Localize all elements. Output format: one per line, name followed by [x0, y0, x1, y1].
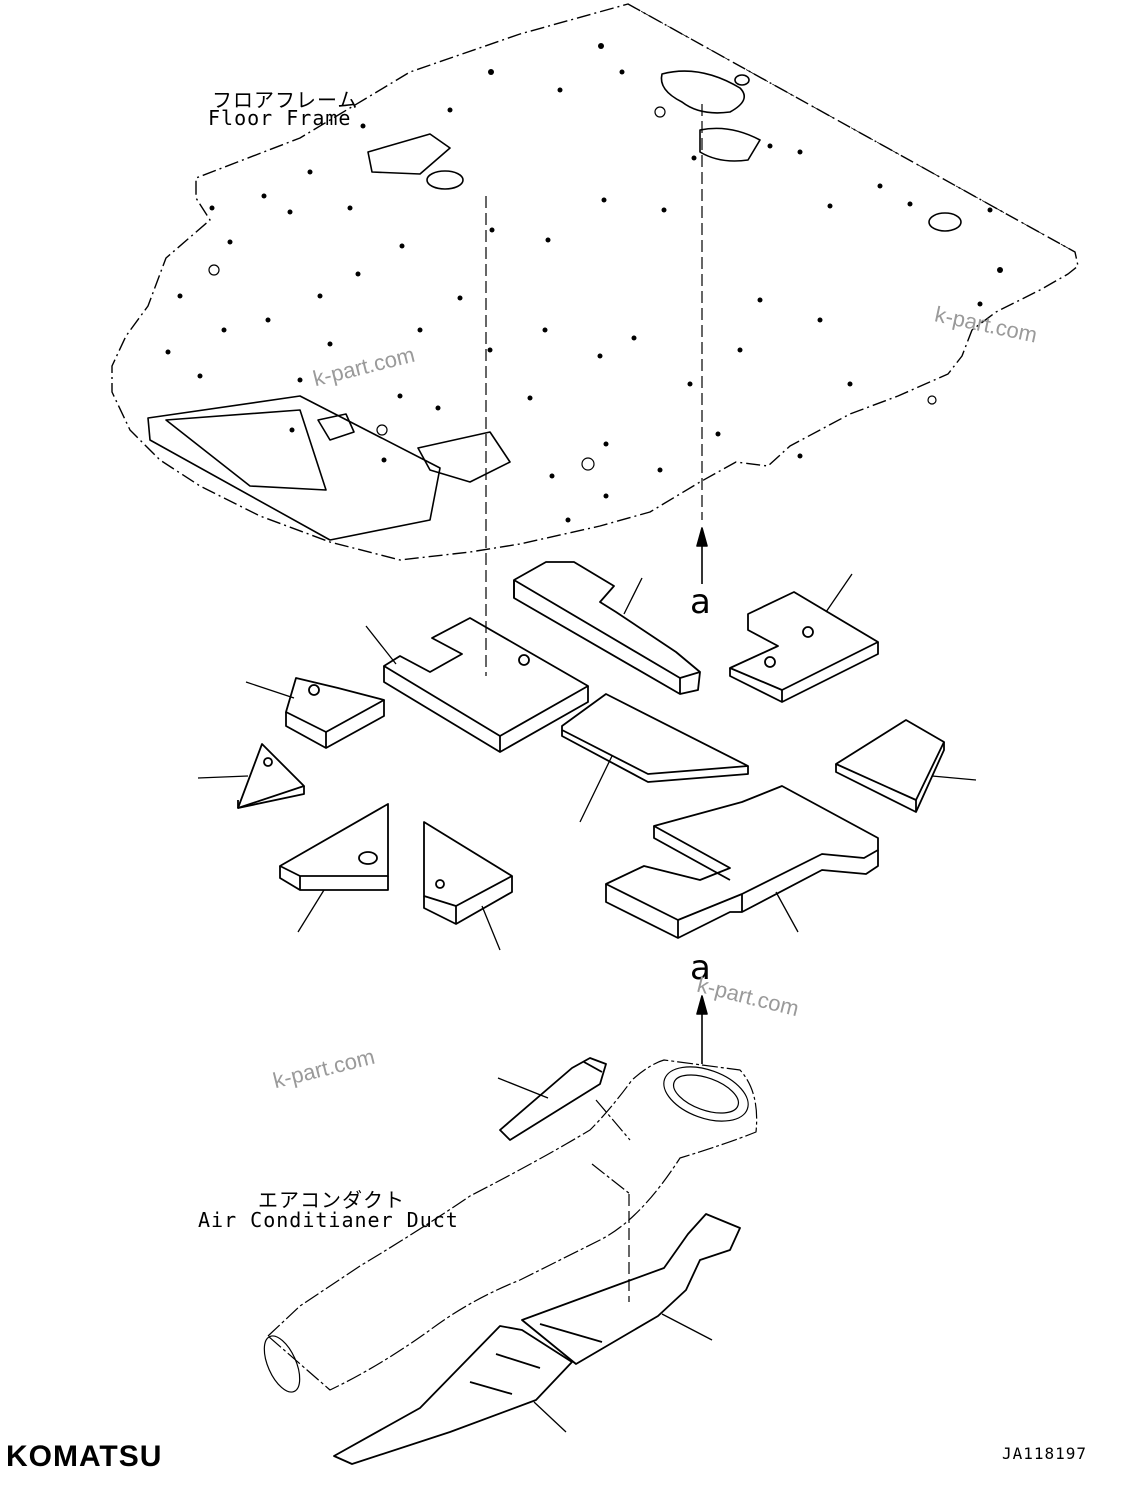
- pad-mid-wedge: [561, 693, 749, 783]
- drawing-code: JA118197: [1002, 1444, 1088, 1463]
- air-duct-label-ja: エアコンダクト: [258, 1188, 405, 1212]
- leader-lines: [197, 573, 977, 1433]
- view-arrow-bottom: [696, 995, 708, 1064]
- pad-small-triangle: [237, 743, 305, 809]
- pad-triangle-a: [279, 803, 389, 891]
- pad-right-upper: [729, 591, 879, 703]
- pad-small-pentagon: [285, 677, 385, 749]
- pad-duct-wedge: [499, 1057, 607, 1141]
- pad-large-right: [605, 785, 879, 939]
- pad-long-bar: [513, 561, 701, 695]
- view-mark-bottom: a: [690, 948, 711, 988]
- view-mark-top: a: [690, 582, 711, 622]
- komatsu-logo: KOMATSU: [6, 1440, 163, 1473]
- pad-right-triangle: [835, 719, 945, 813]
- floor-frame: [111, 3, 1079, 561]
- pad-triangle-b: [423, 821, 513, 925]
- air-conditioner-duct: [263, 1059, 758, 1393]
- alignment-lines: [485, 104, 703, 1302]
- pad-center-large: [383, 617, 589, 753]
- floor-frame-label-ja: フロアフレーム: [212, 88, 359, 112]
- insulation-pads: [237, 561, 945, 1465]
- floor-frame-label-en: Floor Frame: [208, 106, 352, 130]
- pad-duct-strip-upper: [521, 1213, 741, 1365]
- pad-duct-strip-lower: [333, 1325, 573, 1465]
- view-arrow-top: [696, 527, 708, 584]
- air-duct-label-en: Air Conditianer Duct: [198, 1208, 459, 1232]
